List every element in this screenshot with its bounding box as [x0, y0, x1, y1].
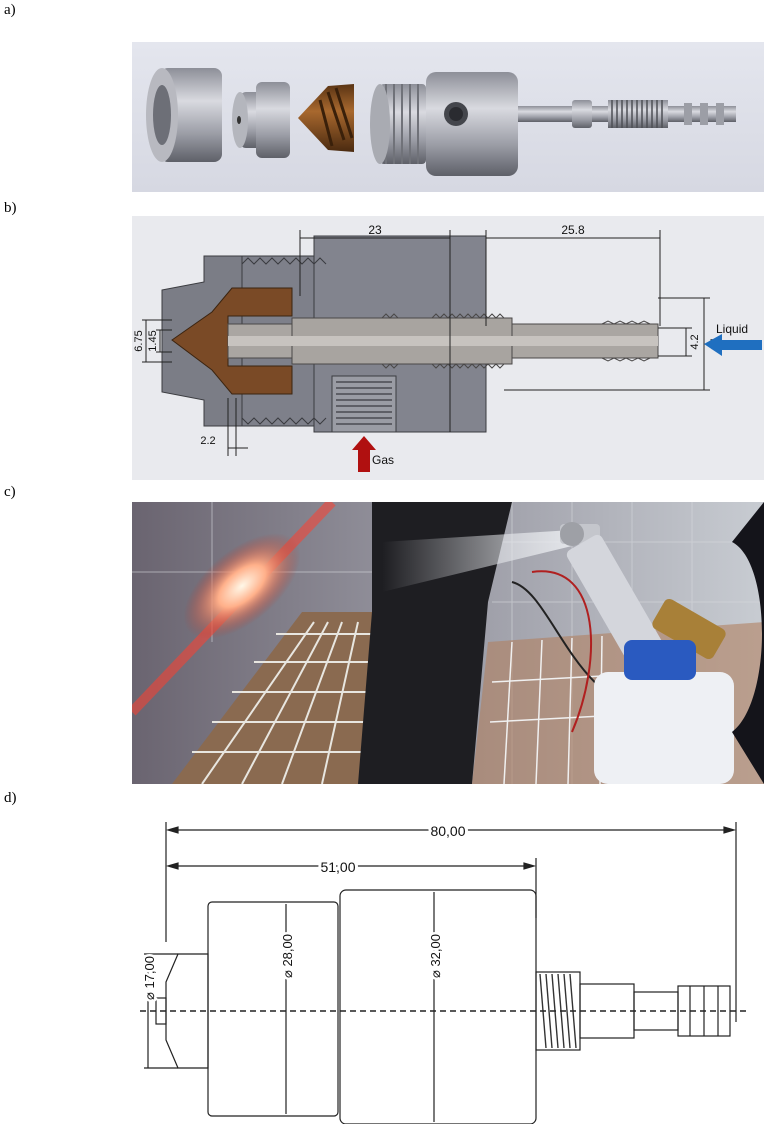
main-body-part — [370, 72, 518, 176]
dimension-drawing: 80,00 51,00 ⌀ 17,00 ⌀ 28,00 ⌀ 32,00 — [130, 812, 755, 1125]
panel-label-c: c) — [4, 484, 16, 500]
dim-1-45: 1.45 — [147, 330, 159, 351]
panel-label-a: a) — [4, 2, 16, 18]
cap-ring-part — [146, 68, 222, 162]
liquid-arrow-icon — [704, 334, 762, 356]
dim-25-8: 25.8 — [561, 223, 585, 237]
dim-80: 80,00 — [430, 823, 465, 839]
dim-2-2: 2.2 — [200, 435, 215, 447]
dim-dia-28: ⌀ 28,00 — [280, 934, 295, 978]
exploded-view-render — [132, 42, 764, 192]
gas-arrow-icon — [352, 436, 376, 472]
dim-51: 51,00 — [320, 859, 355, 875]
spray-experiment-photo — [128, 498, 764, 785]
liquid-stem-part — [518, 100, 736, 128]
panel-label-d: d) — [4, 790, 17, 806]
dim-dia-32: ⌀ 32,00 — [428, 934, 443, 978]
panel-label-b: b) — [4, 200, 17, 216]
swirl-insert-part — [232, 82, 290, 158]
section-view-drawing: 23 25.8 6.75 1.45 2.2 4.2 14 Liquid Gas — [132, 216, 764, 480]
dim-6-75: 6.75 — [133, 330, 145, 351]
dim-dia-17: ⌀ 17,00 — [142, 956, 157, 1000]
liquid-label: Liquid — [716, 322, 748, 336]
dim-23: 23 — [368, 223, 382, 237]
bronze-cone-part — [298, 84, 354, 152]
dim-4-2: 4.2 — [689, 334, 701, 349]
gas-label: Gas — [372, 453, 394, 467]
